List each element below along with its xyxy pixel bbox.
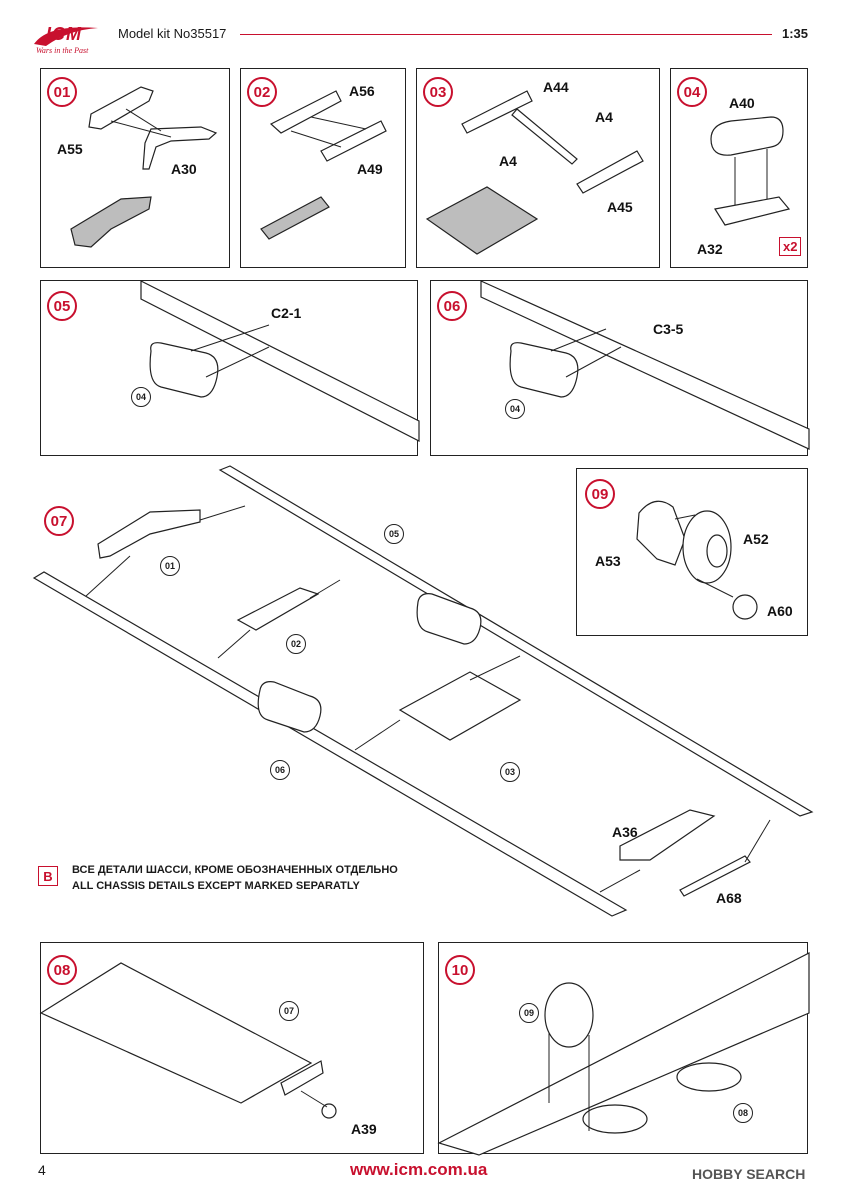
part-label: A68 [716,890,742,906]
step-10-panel: 10 09 08 [437,942,810,1156]
page-number: 4 [38,1162,46,1178]
step-number: 04 [677,77,707,107]
step-10-diagram [437,952,810,1156]
step-03-diagram [425,90,644,255]
part-label: A49 [357,161,383,177]
step-number: 10 [445,955,475,985]
step-04-panel: 04 A40 A32 x2 [670,68,808,268]
step-01-panel: 01 A55 A30 [40,68,230,268]
part-label: C3-5 [653,321,684,337]
logo-text: ICM [46,24,82,44]
step-reference: 09 [519,1003,539,1023]
part-label: A36 [612,824,638,840]
note-line-en: ALL CHASSIS DETAILS EXCEPT MARKED SEPARA… [72,880,360,892]
part-label: A55 [57,141,83,157]
step-number: 07 [44,506,74,536]
website-link[interactable]: www.icm.com.ua [350,1160,488,1179]
step-07-diagram [32,465,814,917]
step-reference: 01 [160,556,180,576]
part-label: A39 [351,1121,377,1137]
part-label: A60 [767,603,793,619]
step-05-diagram [140,280,420,442]
step-number: 03 [423,77,453,107]
part-label: A45 [607,199,633,215]
step-reference: 04 [131,387,151,407]
part-label: A32 [697,241,723,257]
step-number: 09 [585,479,615,509]
step-08-panel: 08 07 A39 [39,942,424,1154]
part-label: A44 [543,79,569,95]
step-06-panel: 06 C3-5 04 [430,280,810,456]
step-number: 05 [47,291,77,321]
part-label: C2-1 [271,305,302,321]
scale-label: 1:35 [781,26,808,41]
note-line-ru: ВСЕ ДЕТАЛИ ШАССИ, КРОМЕ ОБОЗНАЧЕННЫХ ОТД… [72,864,398,876]
step-02-panel: 02 A56 A49 [240,68,406,268]
step-reference: 08 [733,1103,753,1123]
step-06-diagram [480,280,810,450]
part-label: A53 [595,553,621,569]
part-label: A40 [729,95,755,111]
step-reference: 03 [500,762,520,782]
step-08-diagram [39,962,337,1119]
step-05-panel: 05 C2-1 04 [40,280,420,456]
logo-tagline: Wars in the Past [36,46,89,55]
step-number: 01 [47,77,77,107]
step-09-panel: 09 A52 A53 A60 [576,468,808,636]
kit-number: Model kit No35517 [118,26,227,41]
part-label: A56 [349,83,375,99]
step-09-diagram [636,500,758,620]
step-number: 08 [47,955,77,985]
step-03-panel: 03 A44 A4 A4 A45 [416,68,660,268]
quantity-badge: x2 [779,237,802,256]
step-reference: 07 [279,1001,299,1021]
step-number: 02 [247,77,277,107]
step-reference: 04 [505,399,525,419]
step-01-diagram [70,86,218,248]
header-divider [240,34,772,35]
note-badge: B [38,866,58,886]
step-reference: 05 [384,524,404,544]
part-label: A4 [499,153,517,169]
step-04-diagram [710,116,791,226]
watermark: HOBBY SEARCH [692,1166,806,1182]
step-02-diagram [260,90,387,240]
part-label: A52 [743,531,769,547]
part-label: A4 [595,109,613,125]
step-reference: 06 [270,760,290,780]
step-reference: 02 [286,634,306,654]
step-number: 06 [437,291,467,321]
part-label: A30 [171,161,197,177]
